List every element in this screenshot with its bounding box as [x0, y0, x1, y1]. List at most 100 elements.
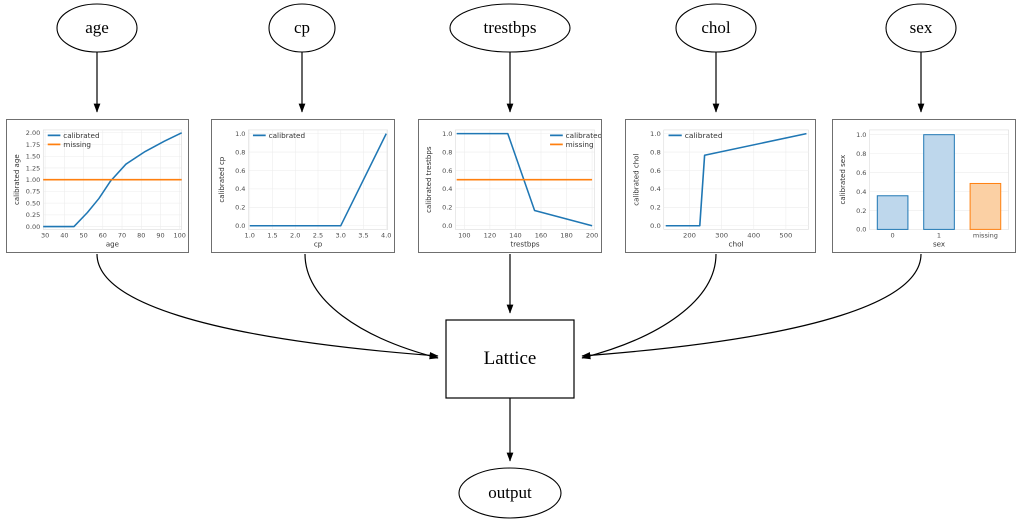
series-calibrated	[456, 132, 593, 227]
svg-text:120: 120	[484, 231, 496, 239]
svg-text:2.00: 2.00	[26, 129, 40, 137]
plot-age: 0.00 0.25 0.50 0.75 1.00 1.25 1.50 1.75 2.00 cali…	[7, 120, 188, 252]
svg-text:0.0: 0.0	[442, 222, 452, 230]
svg-text:0.4: 0.4	[650, 185, 661, 193]
svg-text:chol: chol	[728, 240, 743, 249]
node-output[interactable]	[458, 467, 562, 519]
node-trestbps[interactable]	[449, 3, 571, 53]
svg-text:1.50: 1.50	[26, 153, 40, 161]
node-chol[interactable]	[675, 3, 757, 53]
svg-text:140: 140	[509, 231, 521, 239]
svg-text:1.0: 1.0	[856, 131, 866, 139]
svg-text:1: 1	[937, 231, 941, 239]
svg-text:200: 200	[586, 231, 598, 239]
svg-text:3.0: 3.0	[336, 231, 346, 239]
svg-text:0.6: 0.6	[442, 167, 452, 175]
svg-text:100: 100	[174, 231, 186, 239]
node-age[interactable]	[56, 3, 138, 53]
svg-text:0.8: 0.8	[856, 150, 866, 158]
svg-text:80: 80	[137, 231, 145, 239]
svg-text:500: 500	[779, 231, 792, 239]
svg-text:calibrated age: calibrated age	[12, 154, 21, 205]
svg-text:0.0: 0.0	[235, 222, 245, 230]
svg-text:1.5: 1.5	[267, 231, 277, 239]
svg-text:age: age	[106, 239, 119, 248]
svg-text:0.2: 0.2	[856, 207, 866, 215]
svg-text:30: 30	[41, 231, 49, 239]
svg-text:0.8: 0.8	[650, 149, 661, 157]
svg-text:missing: missing	[973, 231, 998, 239]
svg-text:0.25: 0.25	[26, 211, 40, 219]
series-calibrated	[249, 133, 387, 227]
svg-text:0.2: 0.2	[442, 204, 452, 212]
svg-text:calibrated: calibrated	[63, 131, 99, 140]
svg-text:calibrated chol: calibrated chol	[631, 154, 640, 206]
svg-text:0.8: 0.8	[235, 148, 245, 156]
svg-text:0.50: 0.50	[26, 199, 40, 207]
svg-text:0.75: 0.75	[26, 188, 40, 196]
svg-text:calibrated: calibrated	[566, 131, 601, 140]
svg-text:0.0: 0.0	[650, 222, 661, 230]
svg-text:0.6: 0.6	[856, 169, 866, 177]
edge-chol-to-lattice	[581, 253, 717, 360]
bar-missing	[969, 182, 1002, 230]
svg-text:0.4: 0.4	[442, 185, 452, 193]
series-calibrated	[43, 132, 183, 228]
svg-text:missing: missing	[566, 140, 594, 149]
svg-text:2.0: 2.0	[290, 231, 300, 239]
edge-sex-to-lattice	[581, 253, 922, 359]
svg-text:0.6: 0.6	[650, 167, 661, 175]
svg-text:missing: missing	[63, 140, 91, 149]
svg-text:1.0: 1.0	[245, 231, 255, 239]
svg-text:calibrated trestbps: calibrated trestbps	[424, 146, 433, 213]
svg-text:2.5: 2.5	[313, 231, 323, 239]
svg-text:180: 180	[560, 231, 572, 239]
bar-1	[923, 134, 955, 230]
edge-age-to-lattice	[96, 253, 439, 359]
svg-text:calibrated: calibrated	[685, 131, 723, 140]
svg-text:calibrated: calibrated	[269, 131, 306, 140]
svg-text:1.75: 1.75	[26, 141, 40, 149]
svg-text:1.0: 1.0	[650, 130, 661, 138]
svg-text:0: 0	[891, 231, 895, 239]
svg-text:sex: sex	[933, 239, 945, 248]
svg-text:70: 70	[118, 231, 126, 239]
series-calibrated	[665, 132, 807, 227]
bar-0	[876, 195, 909, 230]
node-sex[interactable]	[885, 3, 957, 53]
svg-text:trestbps: trestbps	[510, 239, 539, 248]
edge-cp-to-lattice	[304, 253, 439, 360]
node-cp[interactable]	[268, 3, 336, 53]
svg-text:200: 200	[683, 231, 696, 239]
svg-text:50: 50	[79, 231, 87, 239]
svg-text:100: 100	[458, 231, 470, 239]
svg-text:0.00: 0.00	[26, 223, 40, 231]
svg-text:60: 60	[99, 231, 107, 239]
node-lattice[interactable]	[445, 319, 575, 399]
svg-text:0.2: 0.2	[235, 204, 245, 212]
svg-text:0.6: 0.6	[235, 167, 245, 175]
svg-text:160: 160	[535, 231, 547, 239]
svg-text:1.00: 1.00	[26, 176, 40, 184]
svg-text:40: 40	[60, 231, 68, 239]
svg-text:1.0: 1.0	[442, 130, 452, 138]
svg-text:90: 90	[156, 231, 164, 239]
svg-text:calibrated cp: calibrated cp	[217, 156, 226, 202]
svg-text:0.2: 0.2	[650, 204, 661, 212]
svg-text:1.25: 1.25	[26, 164, 40, 172]
svg-text:cp: cp	[314, 239, 323, 248]
svg-text:3.5: 3.5	[358, 231, 368, 239]
svg-text:300: 300	[715, 231, 728, 239]
calibrator-panel-age: 0.00 0.25 0.50 0.75 1.00 1.25 1.50 1.75 2.00 cali…	[6, 119, 189, 253]
svg-text:0.0: 0.0	[856, 226, 866, 234]
svg-text:0.4: 0.4	[856, 188, 866, 196]
